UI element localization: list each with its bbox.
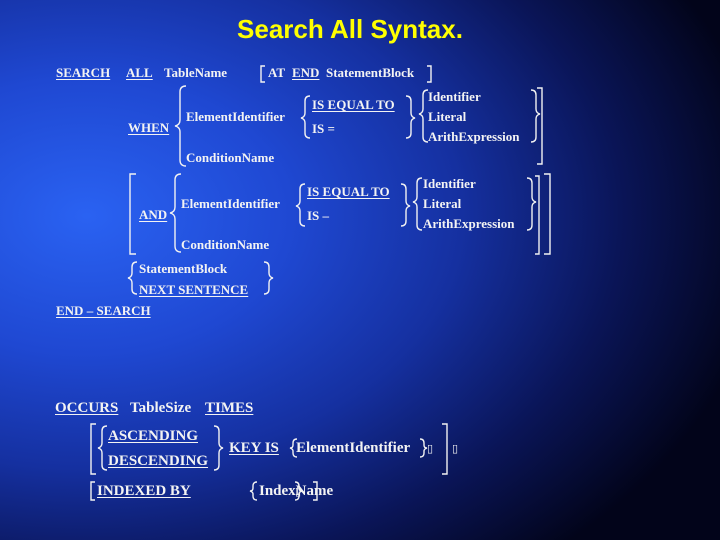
- key-element-identifier: ElementIdentifier: [296, 440, 411, 456]
- ascending-keyword: ASCENDING: [108, 428, 199, 444]
- page-title: Search All Syntax.: [237, 14, 463, 44]
- when-condition-name: ConditionName: [186, 150, 275, 165]
- brace-when-id-right: [530, 89, 541, 143]
- bracket-and-outer-right: [544, 173, 551, 255]
- bracket-and-outer-left: [129, 173, 136, 255]
- and-literal: Literal: [423, 196, 462, 211]
- brace-index-name-right: [294, 481, 303, 501]
- when-literal: Literal: [428, 109, 467, 124]
- index-placeholder-glyph: ▯: [295, 485, 302, 498]
- end-search-keyword: END – SEARCH: [56, 303, 151, 318]
- stmt-statement-block: StatementBlock: [139, 261, 228, 276]
- times-keyword: TIMES: [205, 400, 254, 416]
- index-name-text: IndexName: [259, 483, 334, 499]
- brace-index-name-left: [249, 481, 258, 501]
- occurs-keyword: OCCURS: [55, 400, 119, 416]
- brace-and-is-right: [400, 183, 411, 227]
- and-arith-expression: ArithExpression: [423, 216, 515, 231]
- brace-and-id-left: [412, 177, 423, 231]
- all-keyword: ALL: [126, 65, 153, 80]
- indexed-by-keyword: INDEXED BY: [97, 483, 191, 499]
- bracket-at-end-left: [260, 65, 265, 83]
- and-condition-name: ConditionName: [181, 237, 270, 252]
- brace-stmt-right: [263, 261, 274, 295]
- key-placeholder-glyph-outer: ▯: [452, 442, 459, 455]
- key-placeholder-glyph: ▯: [427, 442, 434, 455]
- brace-stmt-left: [127, 261, 138, 295]
- when-is-equal-to: IS EQUAL TO: [312, 97, 395, 112]
- brace-key-elem-left: [289, 438, 298, 458]
- and-identifier: Identifier: [423, 176, 476, 191]
- brace-order-left: [97, 425, 108, 471]
- statement-block: StatementBlock: [326, 65, 415, 80]
- descending-keyword: DESCENDING: [108, 453, 209, 469]
- bracket-indexed-left: [90, 481, 95, 501]
- end-keyword: END: [292, 65, 320, 80]
- when-identifier: Identifier: [428, 89, 481, 104]
- brace-when-id-left: [418, 89, 429, 143]
- and-element-identifier: ElementIdentifier: [181, 196, 280, 211]
- key-is-keyword: KEY IS: [229, 440, 279, 456]
- at-keyword: AT: [268, 65, 286, 80]
- brace-and-id-right: [526, 177, 537, 231]
- brace-when-is-right: [405, 95, 416, 139]
- brace-when-is-left: [300, 95, 311, 139]
- brace-and-left: [169, 173, 182, 253]
- brace-when-left: [174, 85, 187, 167]
- search-keyword: SEARCH: [56, 65, 111, 80]
- index-name: IndexName: [207, 483, 333, 499]
- occurs-table-size: TableSize: [130, 400, 192, 416]
- brace-key-elem-right: [419, 438, 428, 458]
- bracket-and-inner-right: [535, 175, 540, 255]
- bracket-when-outer-right: [537, 87, 543, 165]
- bracket-indexed-right: [313, 481, 318, 501]
- and-keyword: AND: [139, 207, 168, 222]
- and-is-equal-symbol: IS –: [307, 208, 330, 223]
- when-arith-expression: ArithExpression: [428, 129, 520, 144]
- bracket-key-outer-right: [442, 423, 448, 475]
- brace-order-right: [213, 425, 224, 471]
- when-keyword: WHEN: [128, 120, 170, 135]
- when-element-identifier: ElementIdentifier: [186, 109, 285, 124]
- brace-and-is-left: [295, 183, 306, 227]
- table-name: TableName: [164, 65, 228, 80]
- when-is-equal-symbol: IS =: [312, 121, 335, 136]
- and-is-equal-to: IS EQUAL TO: [307, 184, 390, 199]
- bracket-key-outer-left: [90, 423, 96, 475]
- stmt-next-sentence: NEXT SENTENCE: [139, 282, 249, 297]
- bracket-at-end-right: [427, 65, 432, 83]
